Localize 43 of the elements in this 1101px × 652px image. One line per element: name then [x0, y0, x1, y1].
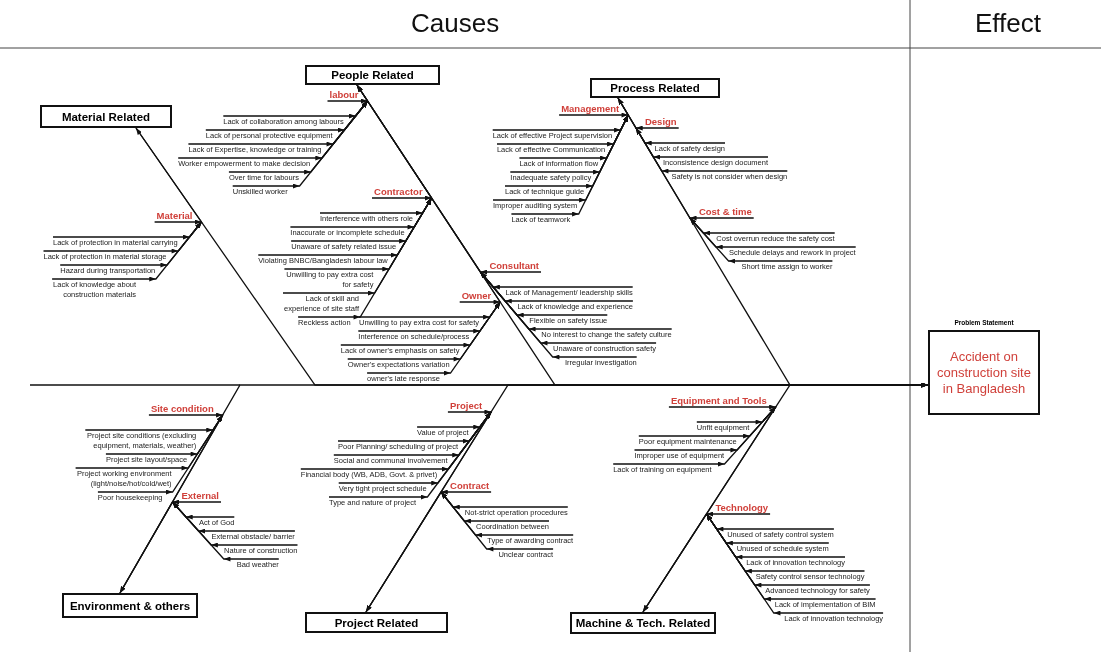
- category-label: Management: [559, 103, 629, 115]
- arrow: [232, 100, 369, 189]
- arrow: [642, 512, 771, 613]
- category-box: Material Related: [40, 105, 172, 128]
- arrow: [705, 513, 884, 616]
- arrow: [510, 114, 629, 217]
- category-box: Machine & Tech. Related: [570, 612, 716, 634]
- section-heading: Causes: [411, 8, 500, 39]
- category-label: Design: [635, 116, 679, 128]
- category-label: labour: [327, 89, 368, 101]
- arrow: [365, 490, 492, 613]
- arrow: [97, 414, 224, 495]
- category-label: Project: [447, 400, 492, 412]
- arrow: [328, 411, 492, 500]
- category-label: Cost & time: [689, 206, 754, 218]
- arrow: [689, 217, 834, 264]
- category-box: People Related: [305, 65, 440, 85]
- section-heading: Effect: [975, 8, 1041, 39]
- arrow: [171, 501, 280, 562]
- category-box: Environment & others: [62, 593, 198, 618]
- arrow: [440, 491, 554, 552]
- category-box: Project Related: [305, 612, 448, 633]
- arrow: [119, 500, 222, 594]
- arrow: [356, 84, 542, 275]
- category-label: External: [172, 490, 221, 502]
- category-box: Process Related: [590, 78, 720, 98]
- arrow: [617, 97, 755, 221]
- category-label: Material: [154, 210, 202, 222]
- arrow: [479, 271, 638, 360]
- category-label: Consultant: [480, 260, 541, 272]
- category-label: Site condition: [148, 403, 223, 415]
- problem-box: Accident on construction site in Bangladesh: [928, 330, 1040, 415]
- category-label: Technology: [706, 502, 771, 514]
- arrow: [135, 127, 203, 225]
- arrow: [366, 301, 501, 376]
- arrow: [51, 221, 203, 282]
- arrow: [297, 197, 433, 320]
- category-label: Contractor: [372, 186, 432, 198]
- category-label: Owner: [459, 290, 501, 302]
- arrow: [612, 406, 777, 467]
- arrow: [635, 127, 788, 174]
- category-label: Contract: [441, 480, 492, 492]
- category-label: Equipment and Tools: [668, 395, 776, 407]
